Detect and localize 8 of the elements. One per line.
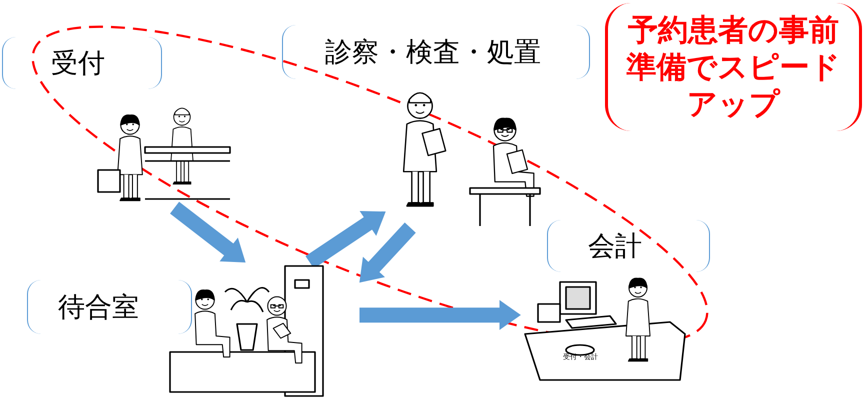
- block-arrow: [170, 202, 246, 263]
- block-arrow: [359, 222, 416, 283]
- block-arrow: [360, 300, 521, 330]
- callout-box: 予約患者の事前準備でスピードアップ: [605, 3, 862, 131]
- label-box: 待合室: [27, 280, 192, 334]
- label-box: 会計: [547, 220, 710, 272]
- label-box: 診察・検査・処置: [282, 25, 590, 79]
- label-box: 受付: [2, 37, 162, 89]
